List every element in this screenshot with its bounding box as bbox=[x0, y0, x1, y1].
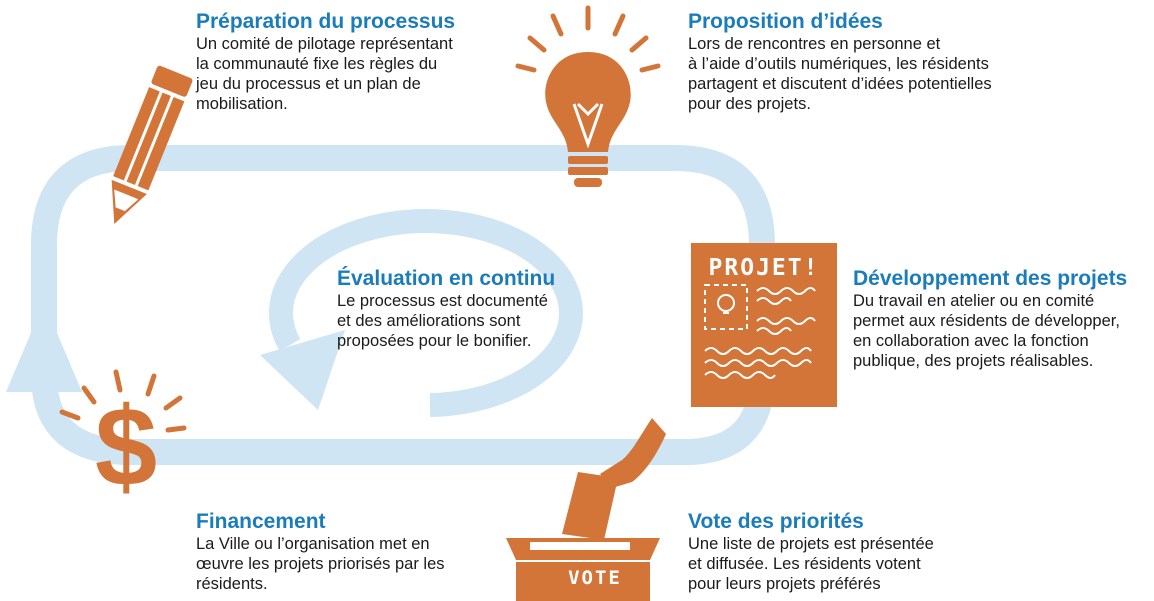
step-description-line: mobilisation. bbox=[196, 95, 288, 113]
inner-loop-arrow bbox=[268, 209, 583, 417]
step-description-line: la communauté fixe les règles du bbox=[196, 55, 438, 73]
step-title: Développement des projets bbox=[853, 267, 1128, 290]
project-document-icon: PROJET! bbox=[691, 243, 837, 407]
step-description-line: Un comité de pilotage représentant bbox=[196, 35, 453, 53]
step-description-line: pour des projets. bbox=[688, 95, 811, 113]
step-development: Développement des projets Du travail en … bbox=[853, 267, 1127, 371]
inner-loop-arrowhead bbox=[260, 330, 345, 410]
lightbulb-icon bbox=[515, 5, 661, 187]
step-description-line: en collaboration avec la fonction bbox=[853, 332, 1089, 350]
step-description-line: œuvre les projets priorisés par les bbox=[196, 555, 445, 573]
step-description-line: résidents. bbox=[196, 575, 268, 593]
step-description-line: La Ville ou l’organisation met en bbox=[196, 535, 430, 553]
dollar-sign-icon bbox=[59, 369, 187, 433]
step-description-line: Du travail en atelier ou en comité bbox=[853, 292, 1095, 310]
step-title: Évaluation en continu bbox=[337, 267, 556, 290]
outer-loop-arrowhead bbox=[6, 302, 82, 392]
step-vote: Vote des priorités Une liste de projets … bbox=[688, 510, 934, 594]
step-description-line: jeu du processus et un plan de bbox=[196, 75, 421, 93]
step-ideas: Proposition d’idées Lors de rencontres e… bbox=[688, 10, 992, 114]
step-description-line: Le processus est documenté bbox=[337, 292, 548, 310]
step-title: Préparation du processus bbox=[196, 10, 456, 33]
step-description-line: à l’aide d’outils numériques, les réside… bbox=[688, 55, 989, 73]
step-title: Vote des priorités bbox=[688, 510, 864, 533]
step-description-line: pour leurs projets préférés bbox=[688, 575, 881, 593]
step-funding: Financement La Ville ou l’organisation m… bbox=[196, 510, 445, 594]
step-preparation: Préparation du processus Un comité de pi… bbox=[196, 10, 455, 114]
vote-label: VOTE bbox=[568, 567, 622, 589]
step-description-line: Une liste de projets est présentée bbox=[688, 535, 934, 553]
step-description-line: Lors de rencontres en personne et bbox=[688, 35, 941, 53]
step-description-line: permet aux résidents de développer, bbox=[853, 312, 1120, 330]
step-evaluation: Évaluation en continu Le processus est d… bbox=[337, 267, 555, 351]
step-title: Financement bbox=[196, 510, 326, 533]
step-description-line: proposées pour le bonifier. bbox=[337, 332, 532, 350]
ballot-box-icon bbox=[506, 418, 666, 601]
step-description-line: partagent et discutent d’idées potentiel… bbox=[688, 75, 992, 93]
step-description-line: et des améliorations sont bbox=[337, 312, 521, 330]
pencil-icon bbox=[111, 65, 193, 225]
dollar-symbol: $ bbox=[94, 384, 158, 509]
step-description-line: et diffusée. Les résidents votent bbox=[688, 555, 921, 573]
step-description-line: publique, des projets réalisables. bbox=[853, 352, 1094, 370]
step-title: Proposition d’idées bbox=[688, 10, 883, 33]
project-label: PROJET! bbox=[708, 255, 820, 281]
